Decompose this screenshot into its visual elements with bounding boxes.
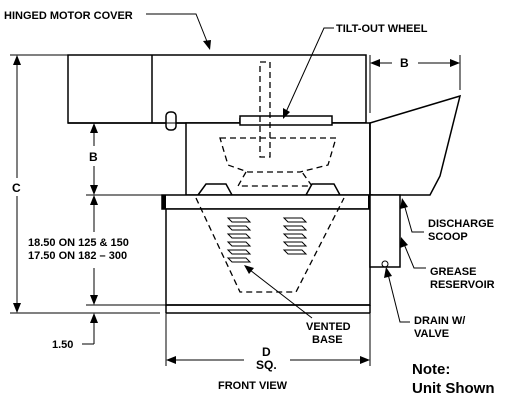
leader-vented-base [244, 265, 313, 319]
grease-reservoir [369, 194, 401, 268]
dimension-150 [82, 313, 98, 345]
tilt-out-wheel-outline [219, 61, 337, 187]
vented-base-label-2: BASE [312, 334, 343, 346]
dimension-base-height [86, 195, 166, 306]
vented-base-dashed-cone [195, 197, 345, 293]
hinged-motor-cover-box [67, 54, 367, 124]
dimension-b-left-label: B [89, 150, 98, 164]
leader-discharge-scoop [400, 198, 424, 233]
hinge-clip [165, 111, 177, 131]
vented-base-label-1: VENTED [306, 321, 351, 333]
dimension-d-sq-label: SQ. [256, 358, 277, 372]
drain-valve-label-2: VALVE [414, 328, 449, 340]
discharge-scoop-label-2: SCOOP [428, 231, 468, 243]
drain-valve-label-1: DRAIN W/ [414, 315, 465, 327]
leader-tilt-out-wheel [283, 27, 334, 119]
dimension-b-left [86, 122, 186, 196]
mount-feet [196, 183, 342, 196]
leader-drain-valve [384, 267, 410, 323]
grease-reservoir-label-2: RESERVOIR [430, 279, 495, 291]
dimension-b-top-label: B [400, 56, 409, 70]
dimension-d-label: D [262, 345, 271, 359]
base-plate [161, 194, 373, 210]
unit-shown-label: Unit Shown [412, 380, 495, 397]
grease-reservoir-label-1: GREASE [430, 266, 476, 278]
vent-louvers-left [226, 217, 252, 263]
leader-hinged-motor-cover [146, 13, 211, 50]
belt-housing [185, 115, 371, 196]
vented-base-box [165, 208, 371, 314]
dimension-d [165, 313, 371, 366]
note-label: Note: [412, 361, 450, 378]
leader-grease-reservoir [400, 237, 426, 269]
hinged-motor-cover-label: HINGED MOTOR COVER [4, 10, 133, 22]
height-line-2: 17.50 ON 182 – 300 [28, 250, 127, 262]
dimension-b-top [369, 55, 461, 113]
dimension-150-label: 1.50 [52, 339, 73, 351]
discharge-scoop [369, 94, 462, 196]
discharge-scoop-label-1: DISCHARGE [428, 218, 494, 230]
dimension-c-label: C [12, 181, 21, 195]
vent-louvers-right [282, 217, 308, 255]
front-view-label: FRONT VIEW [218, 380, 288, 392]
dimension-c [10, 54, 160, 314]
tilt-out-wheel-label: TILT-OUT WHEEL [336, 23, 428, 35]
height-line-1: 18.50 ON 125 & 150 [28, 237, 129, 249]
